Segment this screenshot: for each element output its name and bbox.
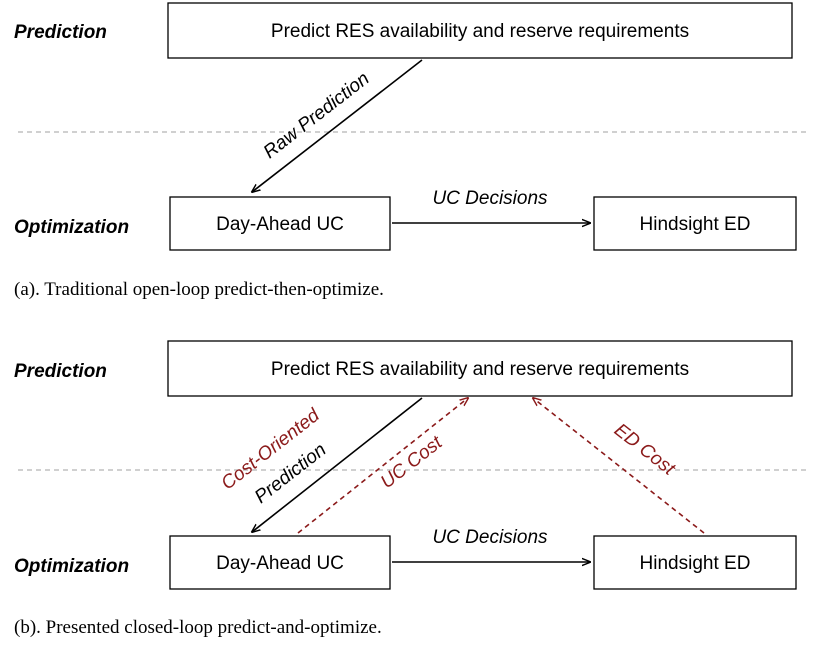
hindsight-ed-label: Hindsight ED: [640, 214, 751, 235]
hindsight-ed-label: Hindsight ED: [640, 553, 751, 574]
ed-cost-label: ED Cost: [610, 420, 679, 481]
uc-decisions-label: UC Decisions: [432, 527, 548, 548]
predict-box-label: Predict RES availability and reserve req…: [271, 359, 689, 380]
caption-a: (a). Traditional open-loop predict-then-…: [14, 279, 384, 300]
raw-prediction-arrow: [252, 59, 423, 192]
row-label-optimization: Optimization: [14, 217, 129, 238]
row-label-prediction: Prediction: [14, 361, 107, 382]
day-ahead-uc-box: Day-Ahead UC: [169, 196, 391, 251]
caption-b: (b). Presented closed-loop predict-and-o…: [14, 617, 382, 638]
hindsight-ed-box: Hindsight ED: [593, 535, 797, 590]
day-ahead-uc-label: Day-Ahead UC: [216, 553, 344, 574]
predict-box-label: Predict RES availability and reserve req…: [271, 21, 689, 42]
uc-decisions-label: UC Decisions: [432, 188, 548, 209]
day-ahead-uc-box: Day-Ahead UC: [169, 535, 391, 590]
predict-box: Predict RES availability and reserve req…: [167, 340, 793, 397]
ed-cost-arrow: [533, 398, 705, 534]
uc-cost-arrow: [297, 398, 468, 534]
row-label-prediction: Prediction: [14, 22, 107, 43]
day-ahead-uc-label: Day-Ahead UC: [216, 214, 344, 235]
raw-prediction-label: Raw Prediction: [260, 68, 374, 163]
panel-a: Prediction Optimization Predict RES avai…: [14, 2, 808, 300]
prediction-arrow: [252, 397, 423, 532]
hindsight-ed-box: Hindsight ED: [593, 196, 797, 251]
row-label-optimization: Optimization: [14, 556, 129, 577]
uc-cost-label: UC Cost: [377, 432, 447, 493]
panel-b: Prediction Optimization Predict RES avai…: [14, 340, 808, 638]
predict-box: Predict RES availability and reserve req…: [167, 2, 793, 59]
